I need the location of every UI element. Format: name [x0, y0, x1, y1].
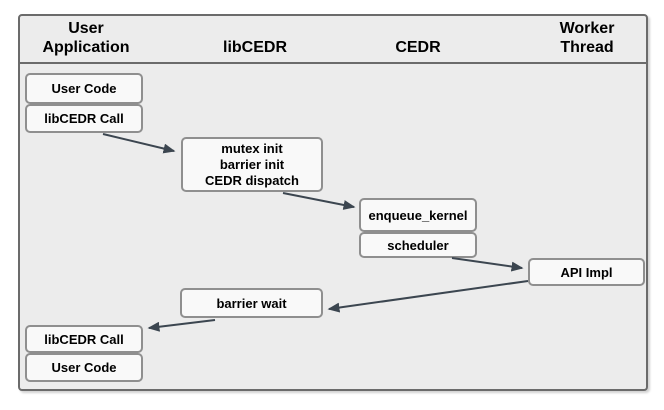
header-divider [20, 62, 646, 64]
node-libcedr-call-top: libCEDR Call [25, 104, 143, 133]
node-user-code-bottom: User Code [25, 353, 143, 382]
node-api-impl: API Impl [528, 258, 645, 286]
node-enqueue-kernel: enqueue_kernel [359, 198, 477, 232]
node-libcedr-call-bottom: libCEDR Call [25, 325, 143, 353]
lane-header-user-application: User Application [42, 20, 130, 56]
node-init-dispatch: mutex init barrier init CEDR dispatch [181, 137, 323, 192]
lane-header-cedr: CEDR [395, 39, 441, 56]
lane-header-libcedr: libCEDR [223, 39, 287, 56]
node-barrier-wait: barrier wait [180, 288, 323, 318]
node-user-code-top: User Code [25, 73, 143, 104]
lane-header-worker-thread: Worker Thread [559, 20, 615, 56]
node-scheduler: scheduler [359, 232, 477, 258]
